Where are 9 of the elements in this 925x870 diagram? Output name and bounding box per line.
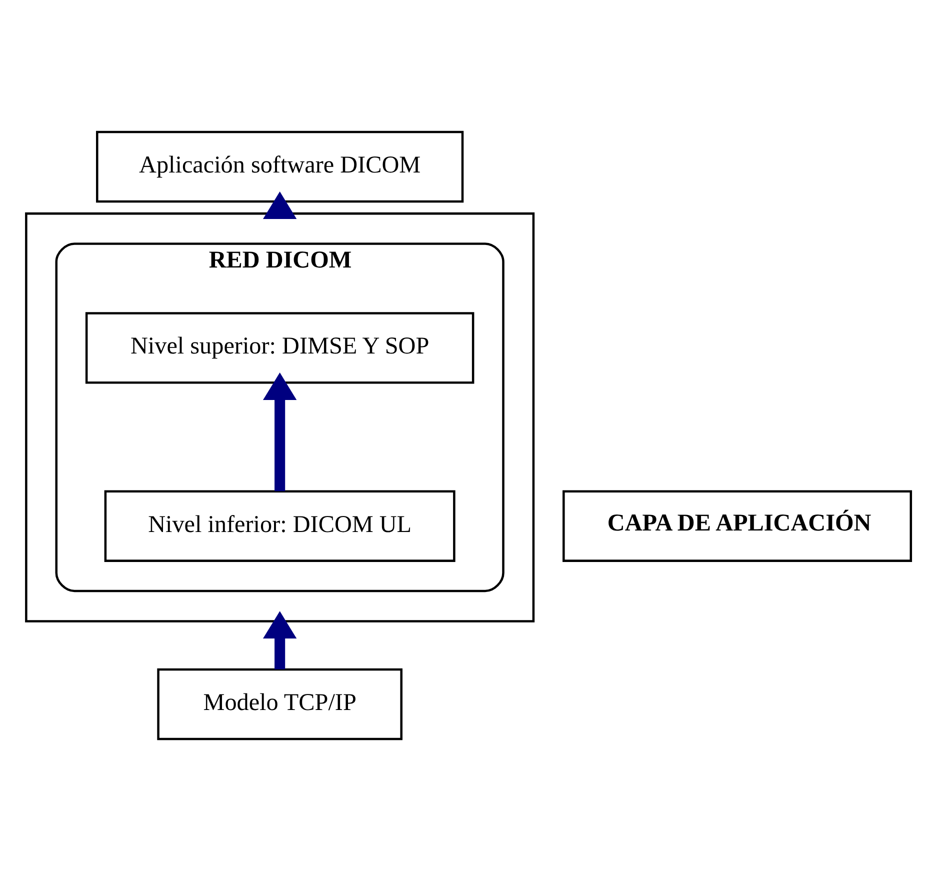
arrow: [262, 610, 297, 669]
node-box: Nivel inferior: DICOM UL: [104, 490, 456, 562]
node-box: Modelo TCP/IP: [157, 668, 402, 740]
node-box: CAPA DE APLICACIÓN: [562, 490, 912, 562]
arrow: [262, 372, 297, 491]
arrow: [262, 191, 297, 218]
node-box: Aplicación software DICOM: [96, 130, 464, 202]
cluster: [25, 212, 535, 622]
node-box: Nivel superior: DIMSE Y SOP: [85, 312, 474, 384]
